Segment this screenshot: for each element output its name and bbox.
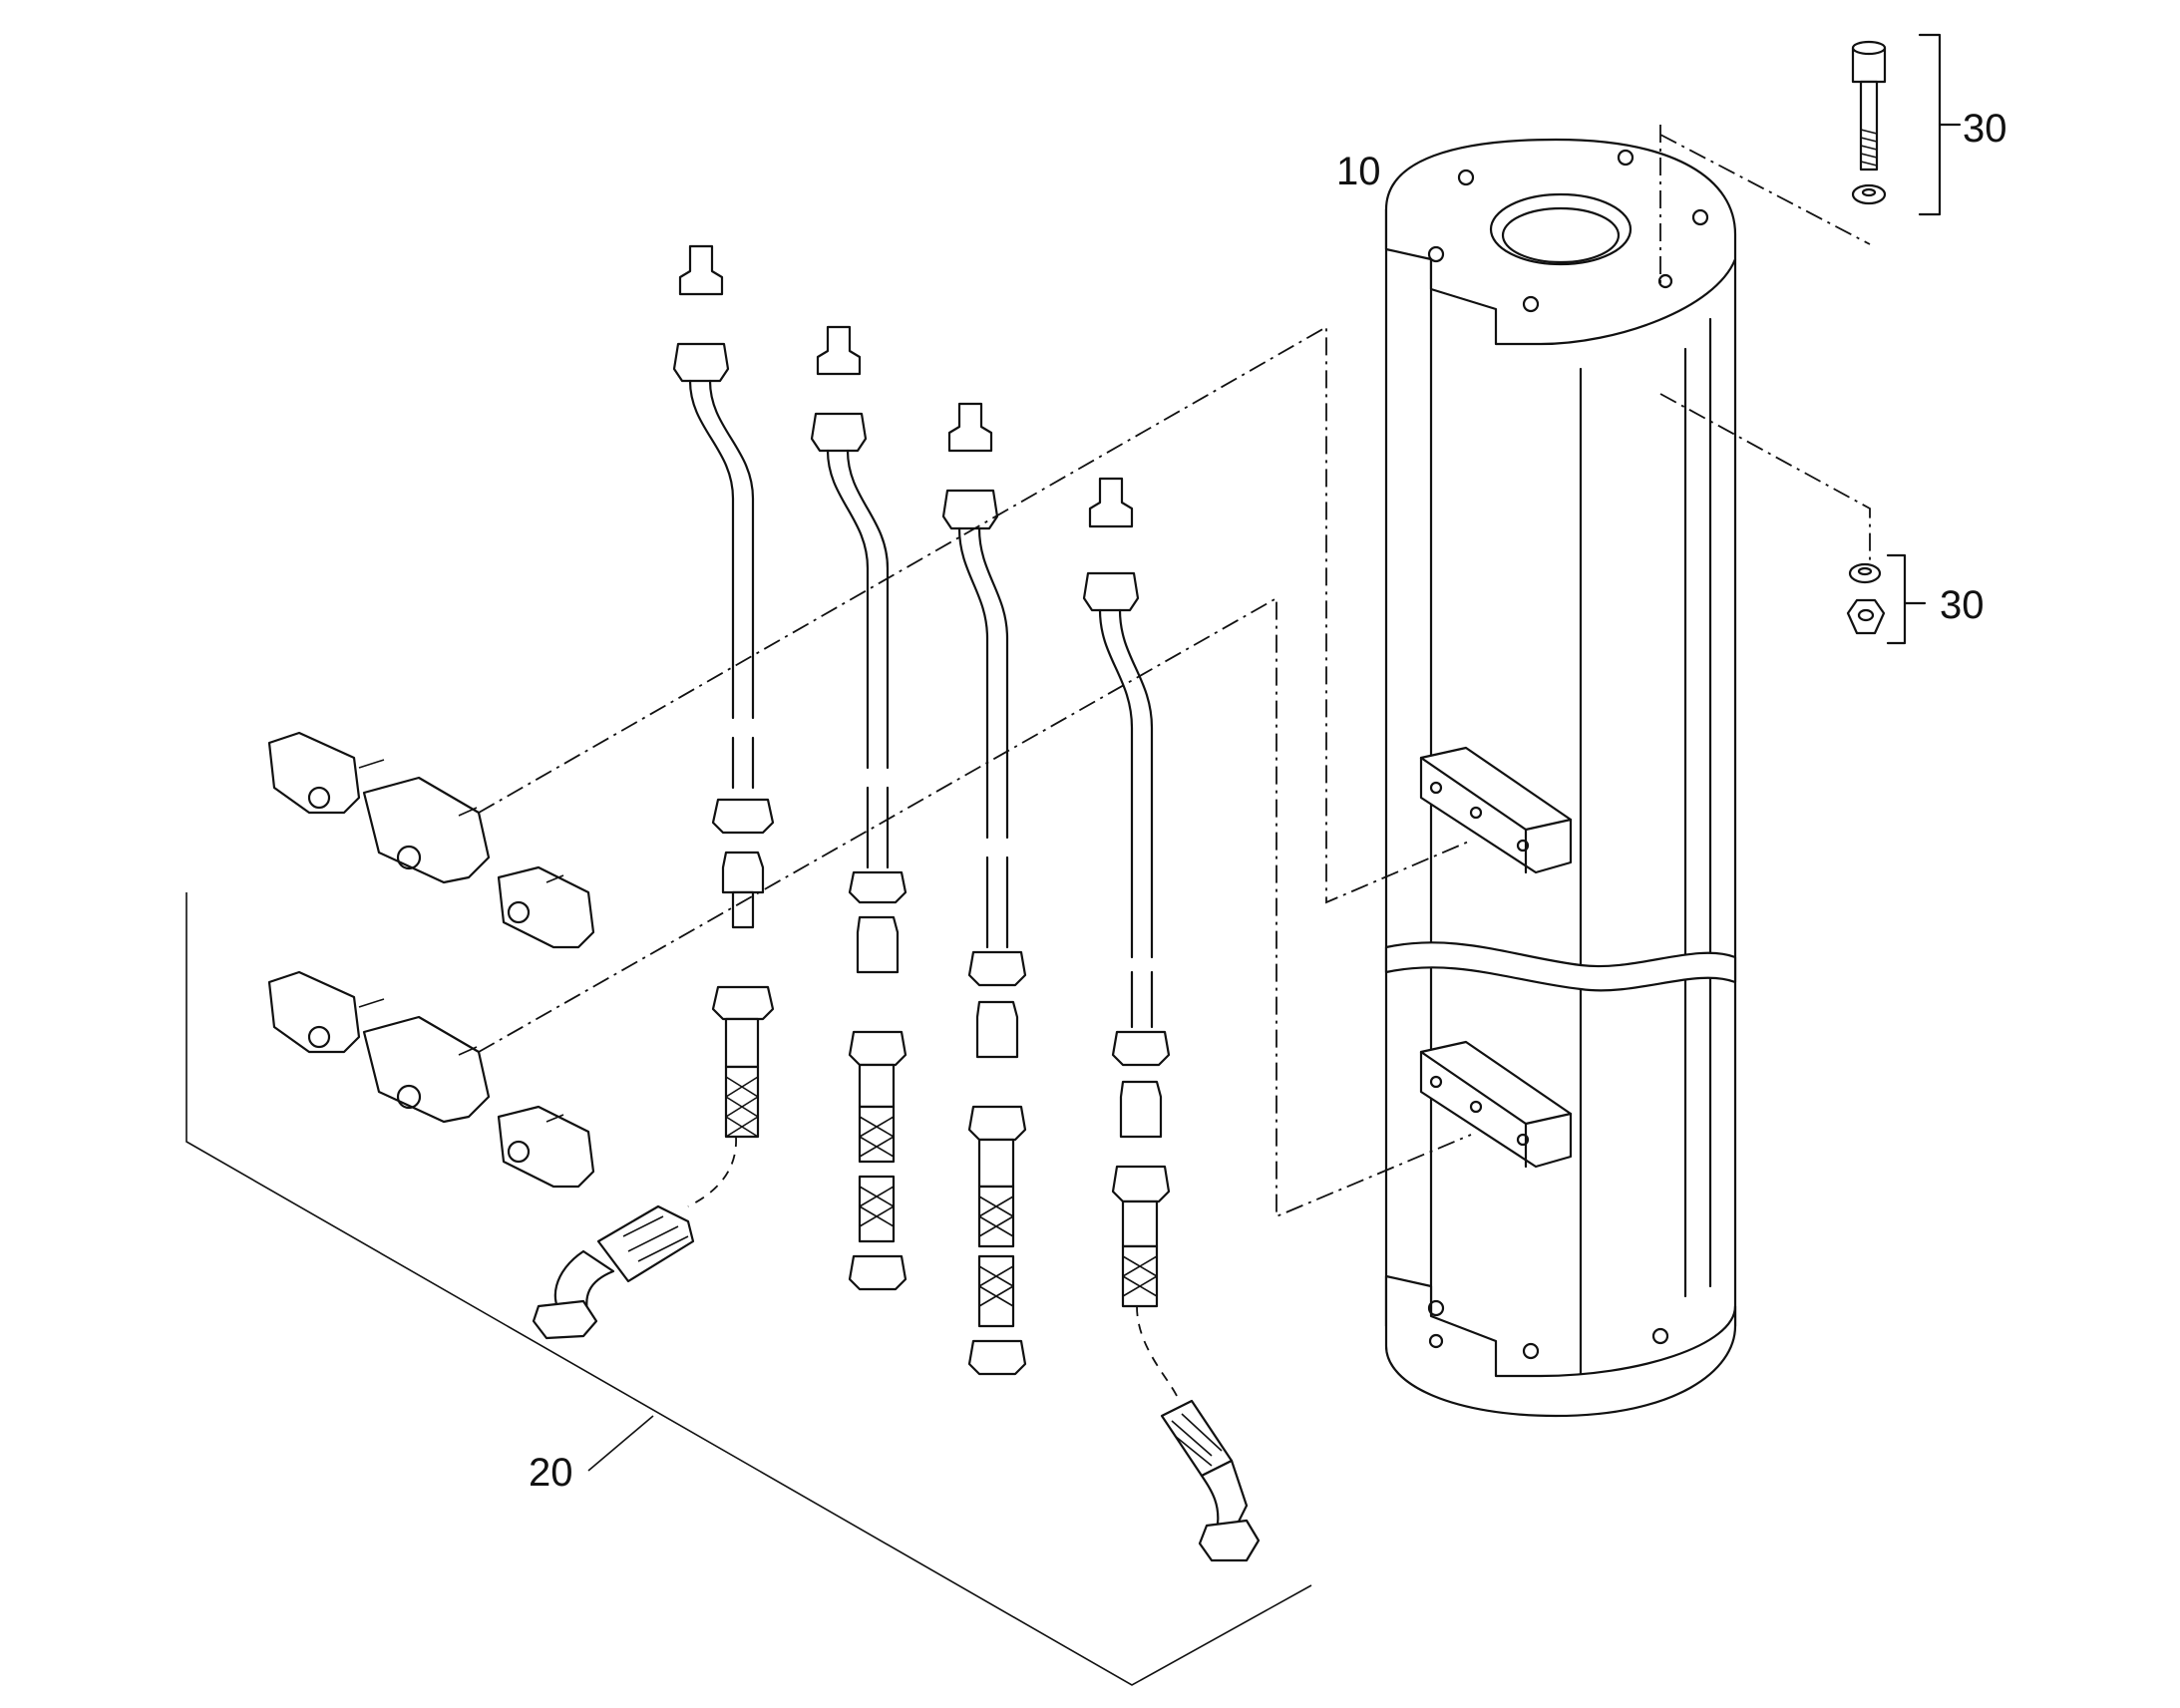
flange-hole [1657,273,1673,289]
screw-set-top [1851,33,1962,216]
hydraulic-line-d [1082,477,1261,1562]
mounting-block-upper [1419,746,1573,874]
flange-hole [1457,169,1475,186]
nut-icon [1198,1519,1261,1562]
clamp-set-lower [267,970,595,1189]
screw-icon [1851,40,1887,171]
flange-hole [1617,149,1635,167]
bracket [1886,553,1907,645]
hydraulic-line-a [532,244,775,1340]
nut-icon [1082,571,1140,612]
nut-icon [810,412,868,453]
nut-icon [672,342,730,383]
leader-line [587,1415,654,1472]
fitting-icon [816,325,862,376]
washer-icon [1848,562,1882,584]
washer-icon [1851,183,1887,205]
flange-hole [1522,295,1540,313]
nut-icon [941,489,999,530]
bracket [1918,33,1942,216]
flange-hole [1691,208,1709,226]
fitting-icon [1088,477,1134,528]
group-frame [185,892,1312,1686]
callout-20: 20 [529,1451,573,1495]
nut-icon [1846,598,1886,635]
nut-icon [532,1299,598,1340]
column-housing [1384,138,1737,1418]
mounting-block-lower [1419,1040,1573,1169]
callout-10: 10 [1336,150,1381,193]
callout-30-bottom: 30 [1940,583,1985,627]
callout-30-top: 30 [1963,107,2007,151]
clamp-set-upper [267,731,595,949]
nut-icon [967,1339,1027,1376]
top-flange-bore [1489,192,1633,266]
fitting-icon [947,402,993,453]
nut-set-right [1846,553,1927,645]
fitting-icon [678,244,724,296]
hydraulic-line-c [941,402,1027,1376]
nut-icon [848,1254,908,1291]
hydraulic-line-b [810,325,908,1291]
flange-hole [1427,245,1445,263]
